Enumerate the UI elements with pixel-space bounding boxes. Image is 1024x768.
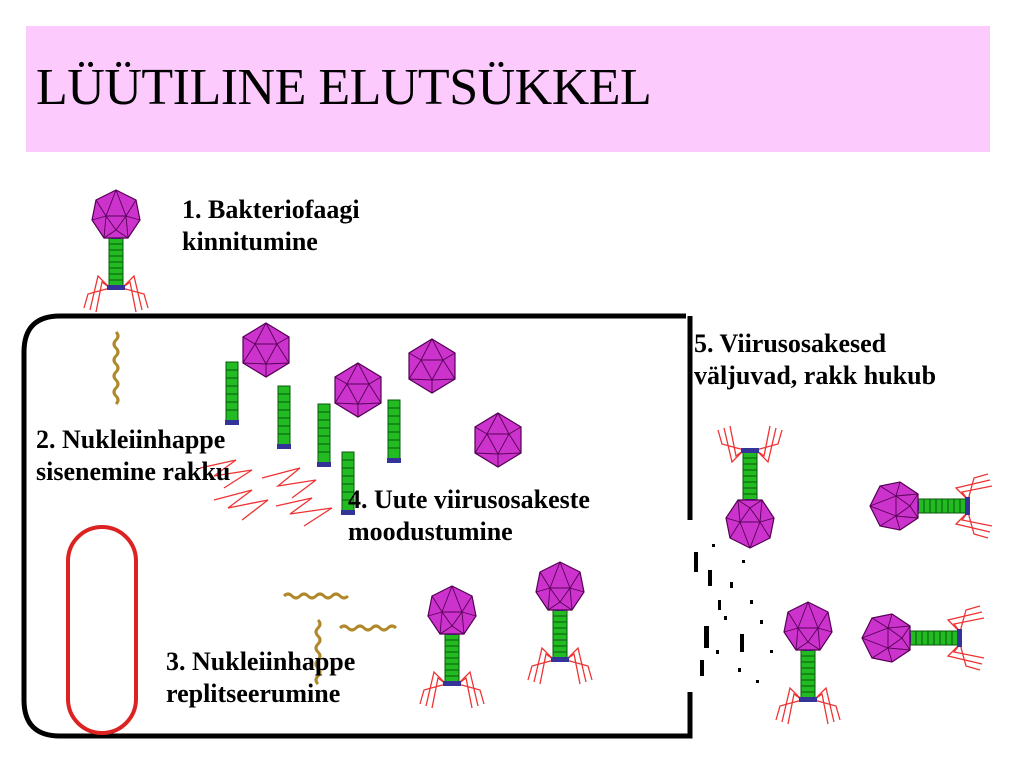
replicated-dna-1 — [282, 592, 350, 600]
new-tail-1 — [224, 361, 240, 426]
phage-attaching — [83, 189, 149, 313]
new-capsid-4 — [474, 412, 522, 468]
replicated-dna-2 — [338, 624, 398, 632]
released-phage-4 — [861, 605, 985, 671]
new-capsid-1 — [242, 322, 290, 378]
new-capsid-3 — [334, 362, 382, 418]
released-phage-1 — [717, 425, 783, 549]
assembled-phage-1 — [419, 585, 485, 709]
assembled-phage-2 — [527, 561, 593, 685]
released-phage-2 — [869, 473, 993, 539]
new-tail-3 — [316, 403, 332, 468]
new-capsid-2 — [408, 338, 456, 394]
new-tail-2 — [276, 385, 292, 450]
title-band — [26, 26, 990, 152]
released-phage-3 — [775, 601, 841, 725]
new-tail-4 — [386, 399, 402, 464]
bacterial-cell — [21, 313, 693, 739]
slide-title: LÜÜTILINE ELUTSÜKKEL — [36, 59, 652, 116]
replicated-dna-3 — [314, 618, 322, 686]
bacterial-dna-loop — [66, 525, 138, 735]
cell-debris — [694, 544, 773, 683]
loose-tail-fibers — [199, 459, 333, 527]
injected-nucleic-acid — [112, 330, 120, 406]
